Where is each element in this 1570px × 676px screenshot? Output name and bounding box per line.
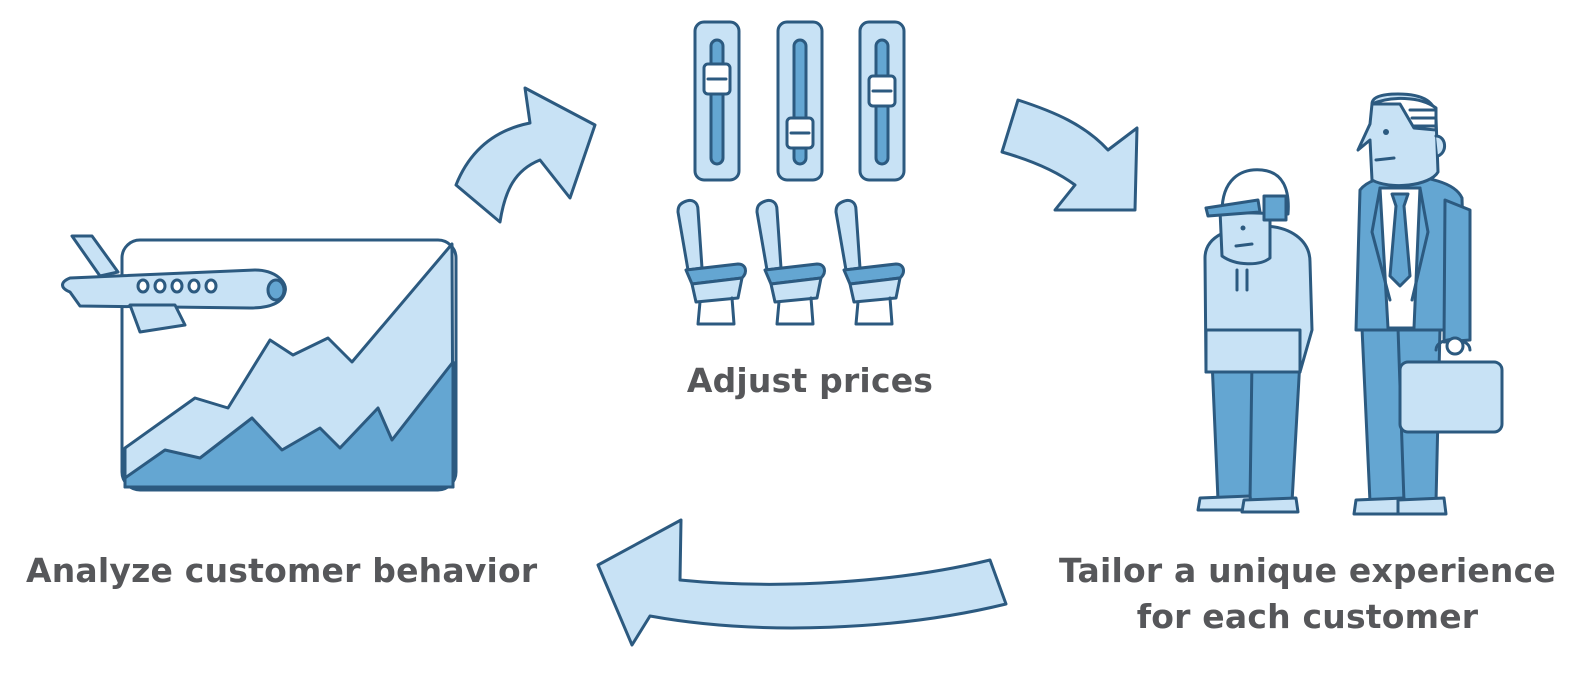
price-slider-icon: [858, 20, 906, 182]
seat-icon: [755, 198, 826, 326]
price-slider-icon: [693, 20, 741, 182]
cycle-arrow-icon: [1000, 98, 1139, 212]
step-label-tailor-experience: Tailor a unique experience for each cust…: [1050, 548, 1565, 640]
cycle-arrow-icon: [596, 518, 1008, 647]
business-customer-icon: [1352, 92, 1472, 516]
seat-icon: [676, 198, 747, 326]
price-slider-icon: [776, 20, 824, 182]
briefcase-icon: [1398, 336, 1504, 434]
step-label-tailor-line-1: Tailor a unique experience: [1059, 551, 1556, 590]
step-label-analyze: Analyze customer behavior: [26, 551, 538, 590]
seat-icon: [834, 198, 905, 326]
step-label-tailor-line-2: for each customer: [1136, 597, 1479, 636]
step-label-adjust-prices: Adjust prices: [686, 361, 934, 400]
cycle-arrow-icon: [454, 86, 597, 224]
airplane-icon: [61, 234, 287, 334]
chart-dark-area: [123, 360, 455, 489]
casual-customer-icon: [1196, 168, 1314, 514]
